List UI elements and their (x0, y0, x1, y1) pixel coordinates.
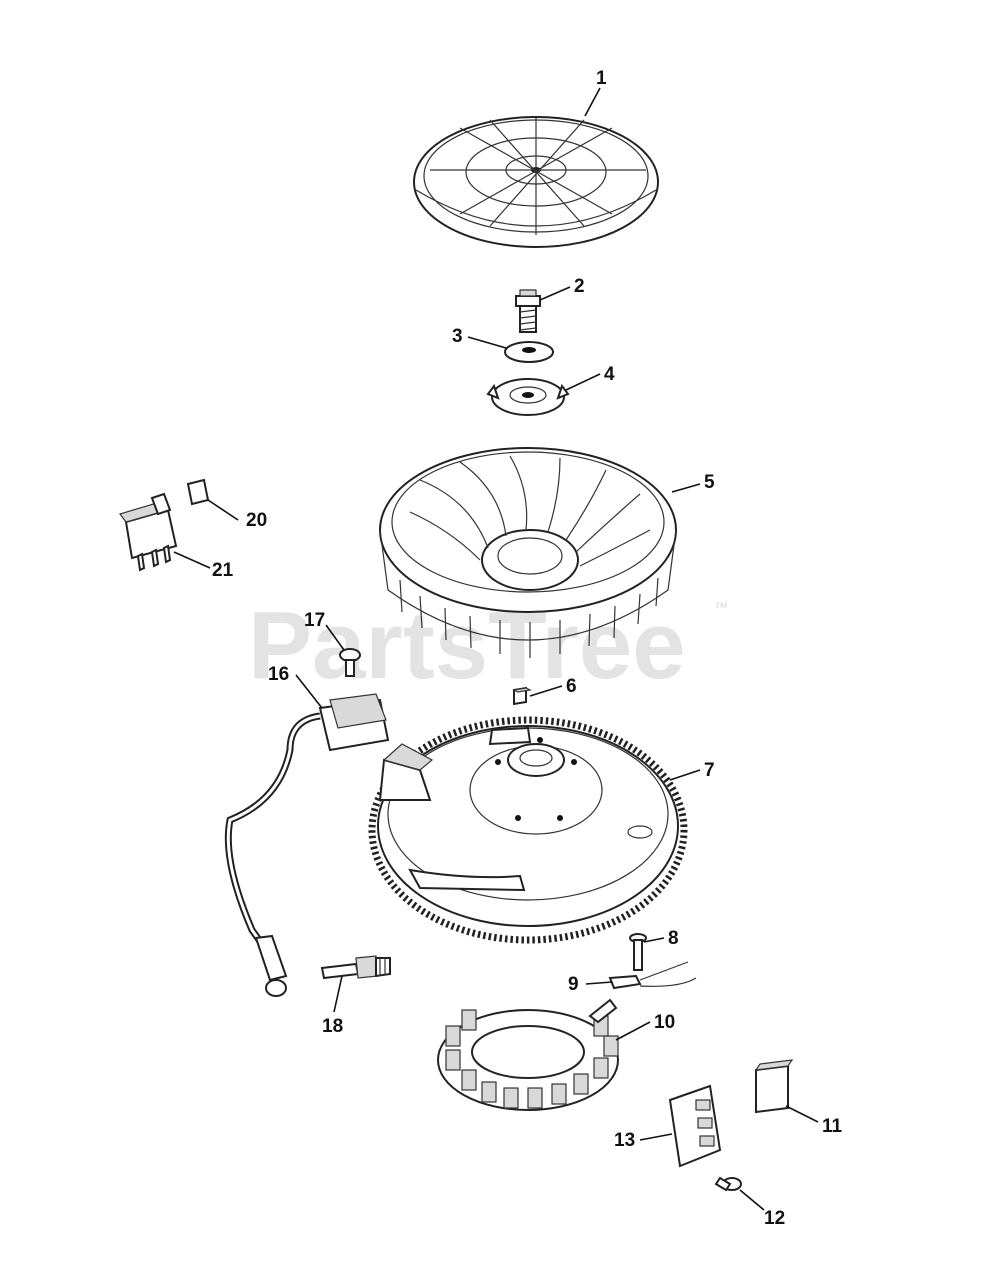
callout-labels: 1 2 3 4 5 6 7 8 9 10 11 12 13 16 17 18 2… (212, 68, 843, 1229)
label-1: 1 (596, 68, 607, 89)
watermark: PartsTree ™ (248, 592, 728, 699)
part-6-key[interactable] (512, 686, 532, 706)
label-9: 9 (568, 974, 579, 995)
label-3: 3 (452, 326, 463, 347)
label-5: 5 (704, 472, 715, 493)
label-2: 2 (574, 276, 585, 297)
part-21-relay[interactable] (119, 492, 178, 572)
part-10-stator[interactable] (437, 998, 619, 1111)
part-13-regulator[interactable] (668, 1084, 722, 1168)
leader-lines (173, 87, 819, 1211)
part-3-washer[interactable] (504, 341, 554, 363)
part-20-clip[interactable] (186, 478, 210, 506)
part-17-screw[interactable] (339, 648, 361, 677)
label-7: 7 (704, 760, 715, 781)
part-8-screw[interactable] (629, 933, 647, 971)
label-16: 16 (268, 664, 289, 685)
label-4: 4 (604, 364, 615, 385)
label-17: 17 (304, 610, 325, 631)
part-18-spark-plug[interactable] (320, 955, 391, 980)
watermark-tm: ™ (714, 599, 728, 615)
label-12: 12 (764, 1208, 785, 1229)
label-21: 21 (212, 560, 234, 581)
part-9-clip[interactable] (608, 961, 697, 990)
label-8: 8 (668, 928, 679, 949)
label-20: 20 (246, 510, 267, 531)
label-11: 11 (822, 1116, 843, 1137)
part-2-bolt[interactable] (515, 289, 541, 333)
label-13: 13 (614, 1130, 635, 1151)
label-10: 10 (654, 1012, 675, 1033)
label-18: 18 (322, 1016, 343, 1037)
watermark-text: PartsTree (248, 592, 686, 699)
part-1-screen[interactable] (413, 116, 659, 248)
part-11-rectifier[interactable] (754, 1059, 794, 1114)
label-6: 6 (566, 676, 577, 697)
part-16-ignition-coil[interactable] (224, 693, 390, 997)
part-5-fan[interactable] (379, 447, 677, 658)
part-7-flywheel[interactable] (368, 716, 688, 944)
part-12-screw[interactable] (714, 1176, 742, 1192)
part-4-plate[interactable] (486, 378, 570, 416)
